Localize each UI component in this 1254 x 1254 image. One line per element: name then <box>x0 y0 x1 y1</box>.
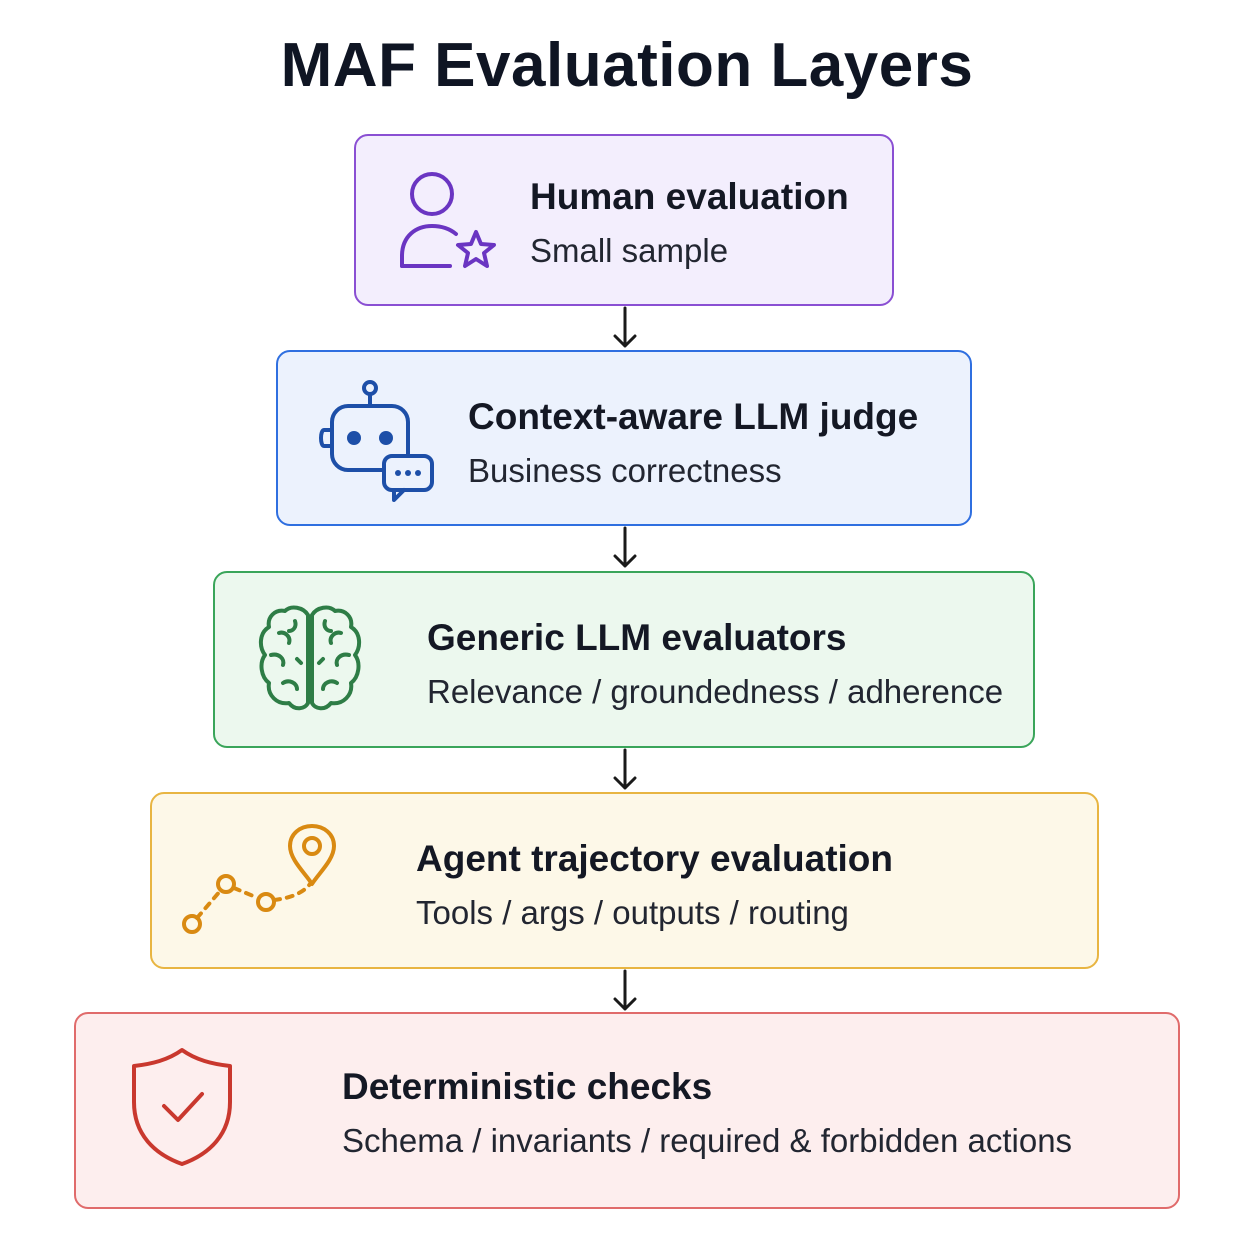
down-arrow-icon <box>612 969 638 1013</box>
layer-generic-llm-evaluators: Generic LLM evaluators Relevance / groun… <box>213 571 1035 748</box>
down-arrow-icon <box>612 748 638 792</box>
layer-name: Context-aware LLM judge <box>468 396 919 437</box>
diagram-title: MAF Evaluation Layers <box>280 31 974 100</box>
layer-human-evaluation: Human evaluation Small sample <box>354 134 894 306</box>
down-arrow-icon <box>612 306 638 350</box>
brain-icon <box>257 603 363 713</box>
route-pin-icon <box>178 822 338 940</box>
down-arrow-icon <box>612 526 638 570</box>
layer-name: Agent trajectory evaluation <box>416 838 894 879</box>
layer-description: Business correctness <box>468 452 782 489</box>
layer-context-aware-llm-judge: Context-aware LLM judge Business correct… <box>276 350 972 526</box>
layer-agent-trajectory-evaluation: Agent trajectory evaluation Tools / args… <box>150 792 1099 969</box>
robot-chat-icon <box>316 380 440 504</box>
layer-description: Relevance / groundedness / adherence <box>427 673 1004 710</box>
shield-check-icon <box>130 1046 234 1168</box>
layer-name: Generic LLM evaluators <box>427 617 847 658</box>
layer-description: Schema / invariants / required & forbidd… <box>342 1122 1073 1159</box>
layer-name: Human evaluation <box>530 176 849 217</box>
layer-name: Deterministic checks <box>342 1066 713 1107</box>
user-star-icon <box>394 170 498 274</box>
layer-deterministic-checks: Deterministic checks Schema / invariants… <box>74 1012 1180 1209</box>
layer-description: Tools / args / outputs / routing <box>416 894 849 931</box>
layer-description: Small sample <box>530 232 729 269</box>
